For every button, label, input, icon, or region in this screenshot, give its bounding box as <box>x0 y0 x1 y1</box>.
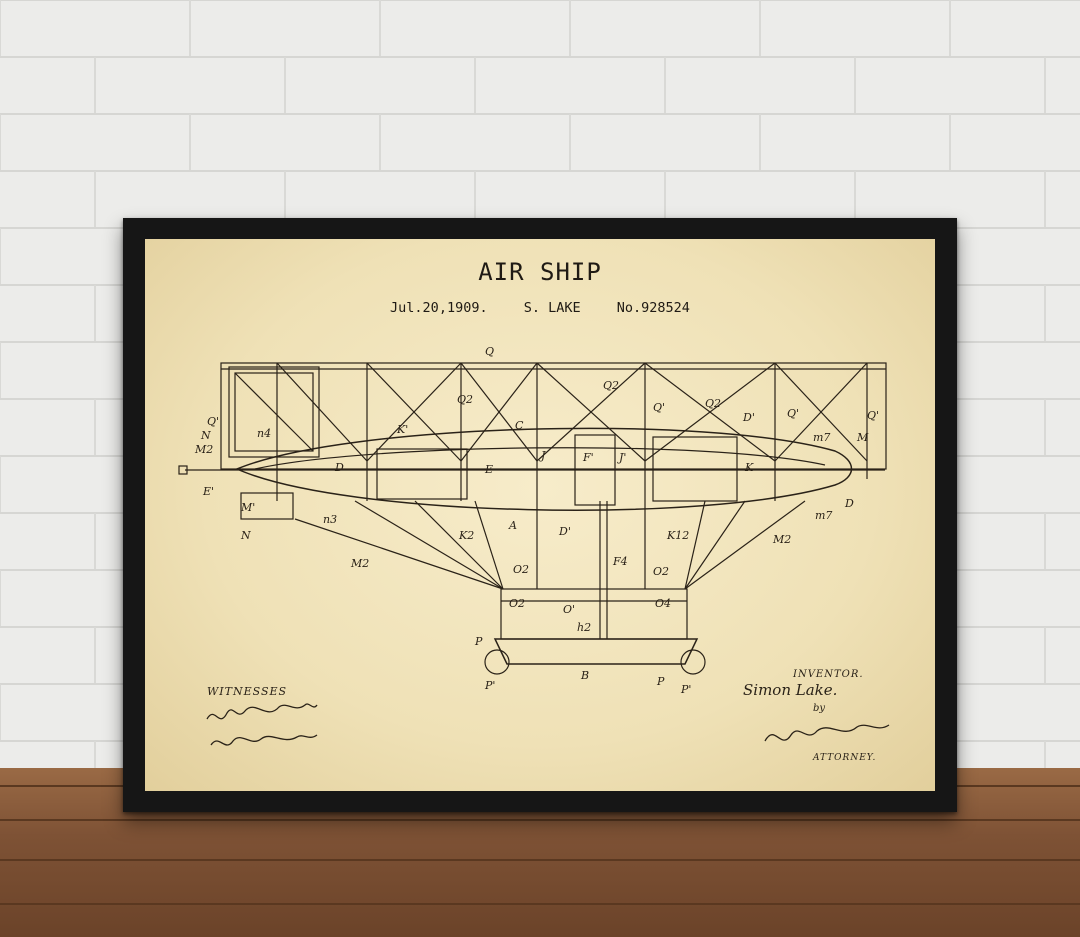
drawing-label: M2 <box>350 557 369 570</box>
drawing-label: C <box>515 419 524 432</box>
patent-date: Jul.20,1909. <box>390 300 488 316</box>
drawing-label: K2 <box>458 529 474 542</box>
drawing-label: F' <box>582 451 594 464</box>
signatures <box>206 703 890 746</box>
drawing-label: Q' <box>867 409 879 422</box>
drawing-label: Q' <box>653 401 665 414</box>
drawing-label: B <box>580 669 589 682</box>
suspension-line <box>684 500 746 590</box>
upper-truss-frame <box>220 362 887 470</box>
bow-tip <box>178 465 188 475</box>
drawing-label: P' <box>680 683 691 696</box>
drawing-label: E' <box>202 485 214 498</box>
drawing-label: O4 <box>655 597 671 610</box>
compartment <box>376 448 468 500</box>
drawing-label: P' <box>484 679 495 692</box>
witnesses-label: WITNESSES <box>207 685 288 698</box>
drawing-label: h2 <box>577 621 591 634</box>
patent-number: No.928524 <box>616 300 690 316</box>
inventor-label: INVENTOR. <box>793 669 864 680</box>
suspension-line <box>294 518 504 590</box>
attorney-signature <box>764 724 890 742</box>
drawing-label: O' <box>563 603 575 616</box>
drawing-label: n3 <box>323 513 337 526</box>
drawing-label: J <box>539 449 546 462</box>
poster-frame: AIR SHIP Jul.20,1909. S. LAKE No.928524 <box>123 218 957 812</box>
drawing-label: m7 <box>813 431 830 444</box>
drawing-label: M2 <box>772 533 791 546</box>
poster-subtitle: Jul.20,1909. S. LAKE No.928524 <box>145 300 935 316</box>
drawing-label: P <box>656 675 665 688</box>
wheel <box>680 649 706 675</box>
suspension-line <box>684 500 806 590</box>
truss-brace <box>276 362 368 462</box>
drawing-label: Q2 <box>705 397 721 410</box>
attorney-label: ATTORNEY. <box>813 753 877 763</box>
drawing-label: M2 <box>194 443 213 456</box>
inventor-name: Simon Lake. <box>743 681 838 699</box>
truss-brace <box>366 362 462 462</box>
drawing-label: D <box>844 497 854 510</box>
drawing-label: m7 <box>815 509 832 522</box>
drawing-label: E <box>484 463 493 476</box>
stern-fin <box>240 492 294 520</box>
drawing-label: D' <box>558 525 571 538</box>
inventor-short: S. LAKE <box>523 300 581 316</box>
witness-signature <box>210 734 318 746</box>
drawing-label: n4 <box>257 427 271 440</box>
drawing-label: O2 <box>513 563 529 576</box>
drawing-label: O2 <box>509 597 525 610</box>
drawing-label: M <box>856 431 869 444</box>
drawing-label: Q2 <box>603 379 619 392</box>
engine-housing <box>574 434 616 506</box>
drawing-label: K' <box>396 423 408 436</box>
drawing-label: Q' <box>787 407 799 420</box>
drawing-label: J' <box>617 451 626 464</box>
truss-brace <box>644 362 776 462</box>
truss-brace <box>774 362 868 462</box>
compartment <box>652 436 738 502</box>
suspension-line <box>684 500 706 590</box>
drawing-label: F4 <box>612 555 628 568</box>
drawing-label: D' <box>742 411 755 424</box>
truss-brace <box>536 362 646 462</box>
witness-signature <box>206 703 318 720</box>
drawing-label: N <box>200 429 211 442</box>
wheel <box>484 649 510 675</box>
drawing-label: Q <box>485 345 494 358</box>
poster-paper: AIR SHIP Jul.20,1909. S. LAKE No.928524 <box>145 239 935 791</box>
drawing-label: K <box>744 461 754 474</box>
by-label: by <box>813 703 826 714</box>
drawing-label: Q' <box>207 415 219 428</box>
rudder-brace <box>234 372 314 452</box>
drawing-label: A <box>508 519 517 532</box>
drawing-label: D <box>334 461 344 474</box>
poster-title: AIR SHIP <box>478 258 602 286</box>
drawing-label: O2 <box>653 565 669 578</box>
drawing-label: K12 <box>666 529 689 542</box>
drawing-label: Q2 <box>457 393 473 406</box>
suspension-line <box>414 500 504 590</box>
rudder-inner <box>234 372 314 452</box>
truss-brace <box>460 362 538 462</box>
hull-line <box>254 447 826 470</box>
gondola-boat <box>493 638 699 665</box>
drawing-label: N <box>240 529 251 542</box>
suspension-line <box>474 500 504 590</box>
airship-hull <box>235 427 853 511</box>
suspension-line <box>354 500 504 590</box>
drawing-label: M' <box>240 501 255 514</box>
drawing-label: P <box>474 635 483 648</box>
airship-lines <box>178 362 887 675</box>
